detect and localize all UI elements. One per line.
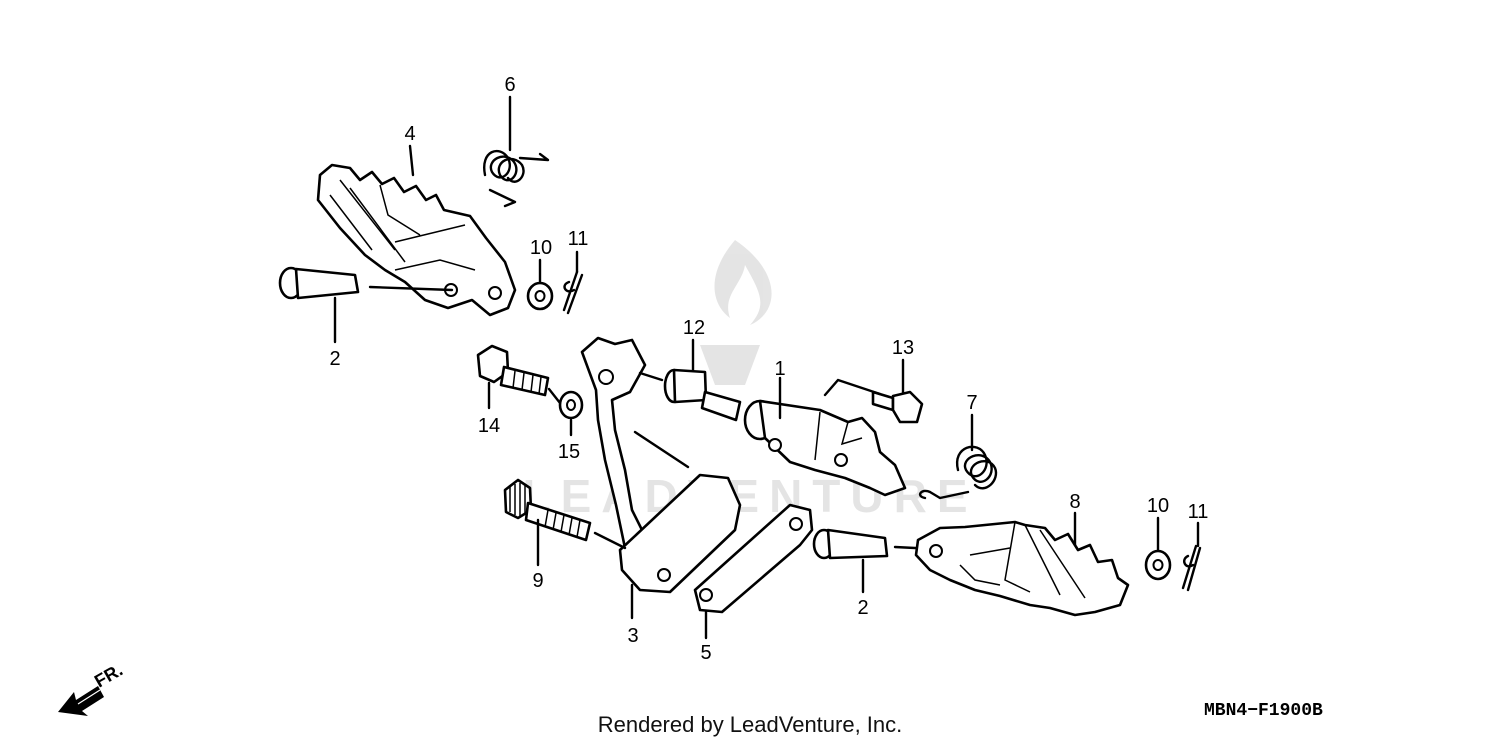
footpeg-left [316, 163, 517, 317]
bolt-12 [638, 368, 742, 422]
callout-11-lower: 11 [1188, 501, 1209, 523]
cotter-pin-upper [562, 270, 584, 315]
callout-2: 2 [329, 348, 340, 370]
callout-labels: 1 2 2 3 4 5 6 7 8 9 10 10 11 11 12 13 14… [329, 74, 1208, 664]
footpeg-right [914, 520, 1130, 617]
footpeg-bracket [743, 399, 907, 497]
pin-upper [278, 266, 454, 300]
watermark: LEADVENTURE [522, 240, 977, 522]
spring-lower [918, 445, 998, 500]
footer-credit: Rendered by LeadVenture, Inc. [597, 712, 903, 737]
callout-14: 14 [478, 415, 500, 437]
callout-10: 10 [530, 237, 552, 259]
callout-1: 1 [774, 358, 785, 380]
svg-text:LEADVENTURE: LEADVENTURE [522, 470, 977, 522]
bolt-14 [476, 344, 562, 405]
callout-15: 15 [558, 441, 580, 463]
pin-lower [812, 528, 937, 560]
callout-7: 7 [966, 392, 977, 414]
front-indicator: FR. [58, 660, 126, 716]
bolt-13 [823, 378, 924, 424]
callout-8: 8 [1069, 491, 1080, 513]
callout-5: 5 [700, 642, 711, 664]
callout-11: 11 [568, 228, 589, 250]
callout-3: 3 [627, 625, 638, 647]
bolt-9 [503, 478, 627, 550]
callout-10-lower: 10 [1147, 495, 1169, 517]
washer-15 [558, 390, 584, 420]
callout-13: 13 [892, 337, 914, 359]
spring-upper [483, 149, 550, 208]
callout-4: 4 [404, 123, 415, 145]
callout-6: 6 [504, 74, 515, 96]
callout-2-lower: 2 [857, 597, 868, 619]
diagram-code: MBN4−F1900B [1204, 701, 1323, 721]
bracket-arm [580, 336, 742, 594]
washer-lower [1144, 549, 1172, 581]
callout-12: 12 [683, 317, 705, 339]
callout-9: 9 [532, 570, 543, 592]
cotter-pin-lower [1181, 544, 1202, 592]
front-label: FR. [91, 660, 126, 692]
leader-lines [333, 95, 1200, 640]
front-arrow-icon [58, 686, 104, 716]
link-plate [693, 503, 814, 614]
washer-upper [526, 281, 554, 311]
